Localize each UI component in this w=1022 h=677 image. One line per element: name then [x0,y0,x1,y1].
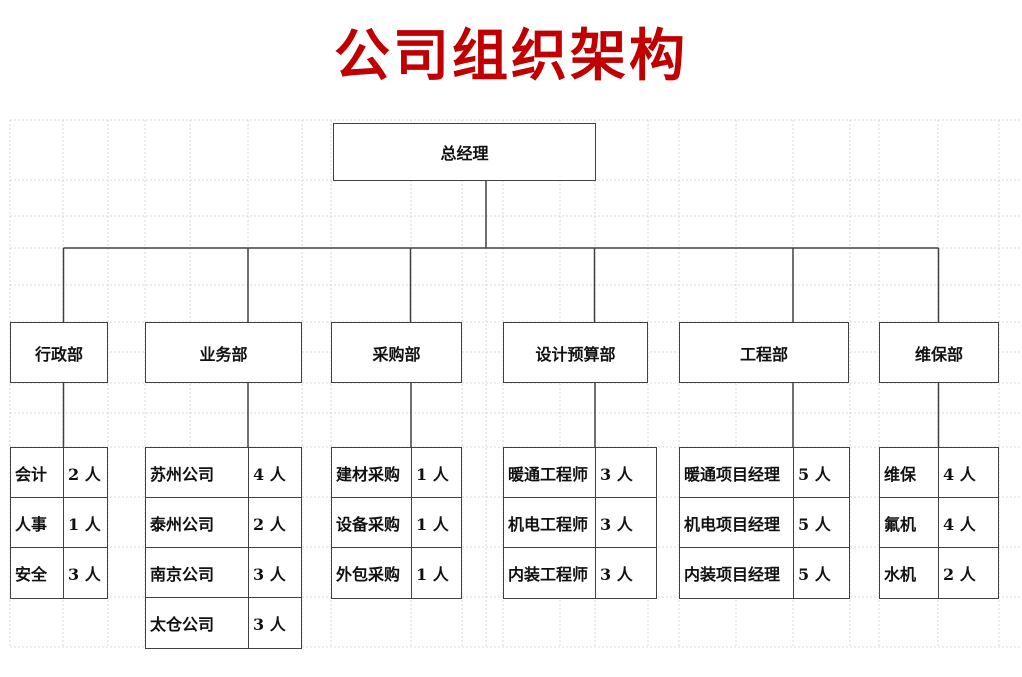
table-row: 内装项目经理 5 人 [680,548,849,598]
table-row: 苏州公司 4 人 [146,448,301,498]
table-row: 会计 2 人 [11,448,107,498]
table-row: 南京公司 3 人 [146,548,301,598]
member-name-cell: 苏州公司 [146,448,249,497]
member-count-cell: 5 人 [798,464,831,484]
table-row: 建材采购 1 人 [332,448,461,498]
dept-label: 采购部 [372,344,421,364]
dept-label: 维保部 [914,344,963,364]
dept-label: 设计预算部 [535,344,616,364]
member-count-cell: 2 人 [943,565,976,584]
members-table-engineering: 暖通项目经理 5 人 机电项目经理 5 人 内装项目经理 5 人 [679,447,850,599]
member-count-cell: 3 人 [253,564,286,584]
member-name-cell: 维保 [880,448,939,497]
member-count-cell: 5 人 [798,565,831,584]
table-row: 人事 1 人 [11,498,107,548]
members-table-procurement: 建材采购 1 人 设备采购 1 人 外包采购 1 人 [331,447,462,599]
dept-label: 工程部 [739,344,788,364]
table-row: 外包采购 1 人 [332,548,461,598]
table-row: 维保 4 人 [880,448,998,498]
member-count-cell: 1 人 [416,464,449,484]
member-name-cell: 建材采购 [332,448,412,497]
table-row: 设备采购 1 人 [332,498,461,548]
member-name-cell: 太仓公司 [146,598,249,648]
table-row: 机电工程师 3 人 [504,498,656,548]
table-row: 泰州公司 2 人 [146,498,301,548]
member-count-cell: 2 人 [68,464,101,484]
dept-label: 行政部 [34,344,83,364]
member-name-cell: 暖通项目经理 [680,448,794,497]
member-name-cell: 水机 [880,548,939,598]
member-name-cell: 机电工程师 [504,498,596,547]
node-general-manager: 总经理 [333,123,596,181]
node-dept-admin: 行政部 [10,322,108,383]
member-name-cell: 安全 [11,548,64,598]
member-name-cell: 设备采购 [332,498,412,547]
member-count-cell: 3 人 [600,514,633,534]
table-row: 太仓公司 3 人 [146,598,301,648]
member-name-cell: 外包采购 [332,548,412,598]
table-row: 内装工程师 3 人 [504,548,656,598]
members-table-business: 苏州公司 4 人 泰州公司 2 人 南京公司 3 人 太仓公司 3 人 [145,447,302,649]
dept-label: 业务部 [199,344,248,364]
connector-lines [62,181,940,447]
member-name-cell: 会计 [11,448,64,497]
members-table-admin: 会计 2 人 人事 1 人 安全 3 人 [10,447,108,599]
table-row: 水机 2 人 [880,548,998,598]
table-row: 机电项目经理 5 人 [680,498,849,548]
member-count-cell: 3 人 [68,565,101,584]
node-dept-business: 业务部 [145,322,302,383]
node-dept-design-budget: 设计预算部 [503,322,648,383]
member-count-cell: 4 人 [253,464,286,484]
member-name-cell: 暖通工程师 [504,448,596,497]
member-count-cell: 3 人 [600,464,633,484]
member-count-cell: 4 人 [943,514,976,534]
member-name-cell: 南京公司 [146,548,249,597]
member-count-cell: 5 人 [798,514,831,534]
table-row: 安全 3 人 [11,548,107,598]
member-count-cell: 4 人 [943,464,976,484]
member-name-cell: 人事 [11,498,64,547]
member-count-cell: 1 人 [68,514,101,534]
node-dept-procurement: 采购部 [331,322,462,383]
member-count-cell: 1 人 [416,565,449,584]
members-table-maintenance: 维保 4 人 氟机 4 人 水机 2 人 [879,447,999,599]
member-count-cell: 3 人 [253,615,286,634]
member-count-cell: 2 人 [253,514,286,534]
member-name-cell: 内装项目经理 [680,548,794,598]
table-row: 暖通工程师 3 人 [504,448,656,498]
node-dept-engineering: 工程部 [679,322,849,383]
node-dept-maintenance: 维保部 [879,322,999,383]
table-row: 暖通项目经理 5 人 [680,448,849,498]
member-name-cell: 机电项目经理 [680,498,794,547]
members-table-design-budget: 暖通工程师 3 人 机电工程师 3 人 内装工程师 3 人 [503,447,657,599]
page-title: 公司组织架构 [334,24,688,87]
member-count-cell: 1 人 [416,514,449,534]
member-name-cell: 内装工程师 [504,548,596,598]
member-name-cell: 氟机 [880,498,939,547]
member-name-cell: 泰州公司 [146,498,249,547]
table-row: 氟机 4 人 [880,498,998,548]
node-general-manager-label: 总经理 [440,144,489,163]
member-count-cell: 3 人 [600,565,633,584]
